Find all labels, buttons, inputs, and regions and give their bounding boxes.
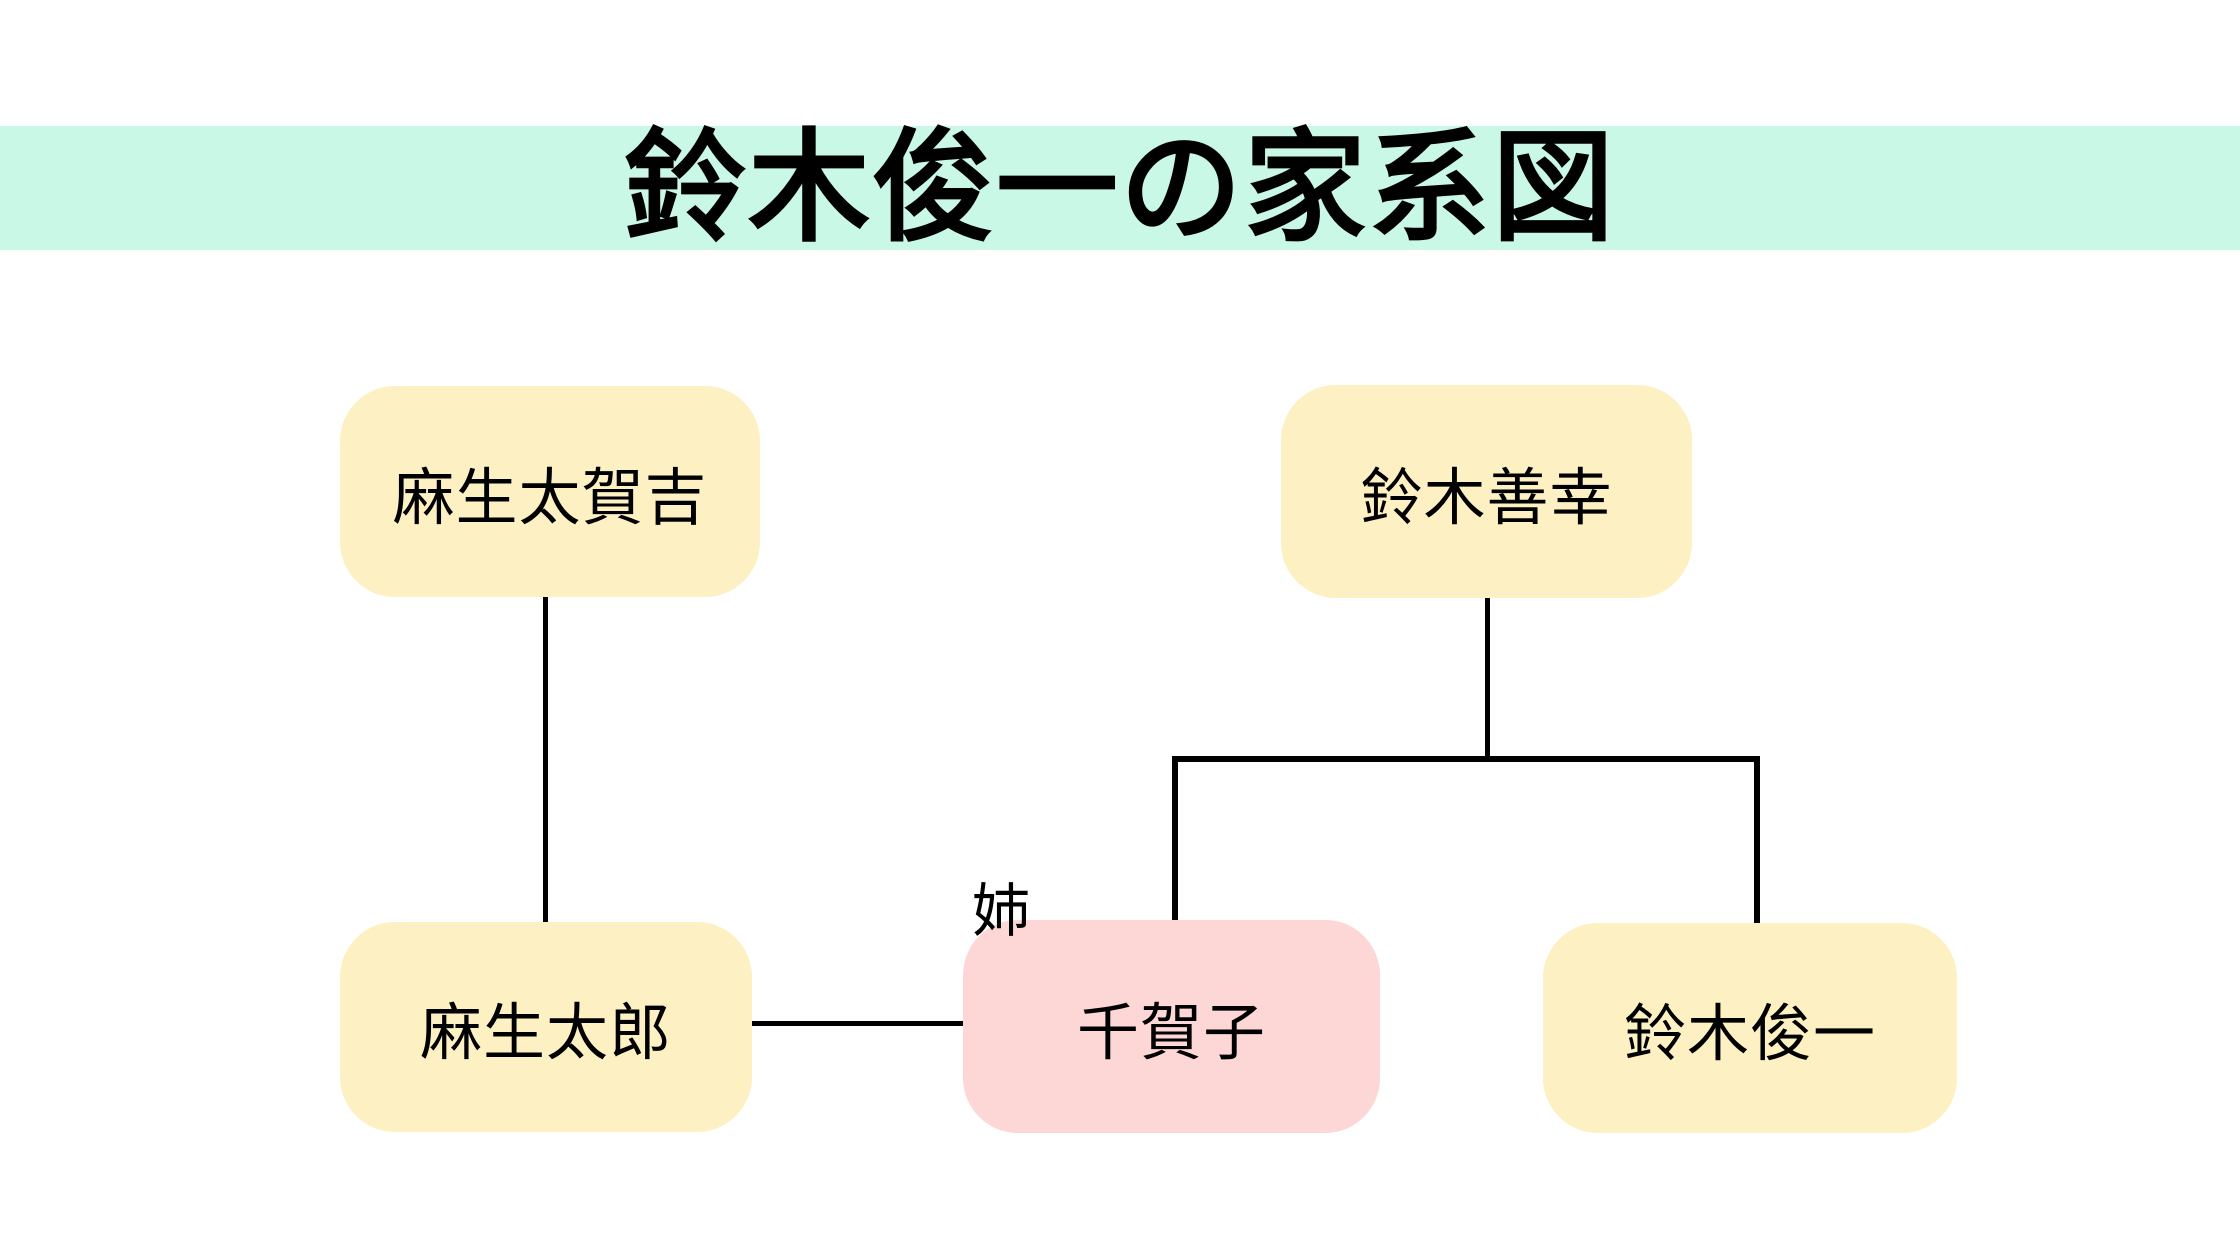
person-name: 鈴木善幸 xyxy=(1360,463,1613,533)
edge-branch-to-shunichi xyxy=(1754,756,1760,926)
person-node-chikako: 千賀子 xyxy=(963,920,1380,1133)
diagram-title: 鈴木俊一の家系図 xyxy=(624,120,1616,256)
person-node-suzuki-shunichi: 鈴木俊一 xyxy=(1543,923,1957,1133)
relation-label-sister: 姉 xyxy=(972,879,1031,944)
title-banner: 鈴木俊一の家系図 xyxy=(0,126,2240,250)
person-name: 麻生太賀吉 xyxy=(392,463,708,533)
edge-takakichi-to-taro xyxy=(543,597,548,924)
edge-zenko-stem xyxy=(1485,598,1490,759)
edge-branch-to-chikako xyxy=(1172,756,1178,923)
person-name: 千賀子 xyxy=(1076,998,1266,1068)
person-node-suzuki-zenko: 鈴木善幸 xyxy=(1281,385,1692,598)
edge-marriage-taro-chikako xyxy=(752,1021,963,1026)
person-node-aso-taro: 麻生太郎 xyxy=(340,922,752,1132)
person-name: 麻生太郎 xyxy=(419,999,672,1068)
person-name: 鈴木俊一 xyxy=(1623,1000,1876,1069)
person-node-aso-takakichi: 麻生太賀吉 xyxy=(340,386,760,597)
edge-sibling-branch-horizontal xyxy=(1172,756,1760,762)
